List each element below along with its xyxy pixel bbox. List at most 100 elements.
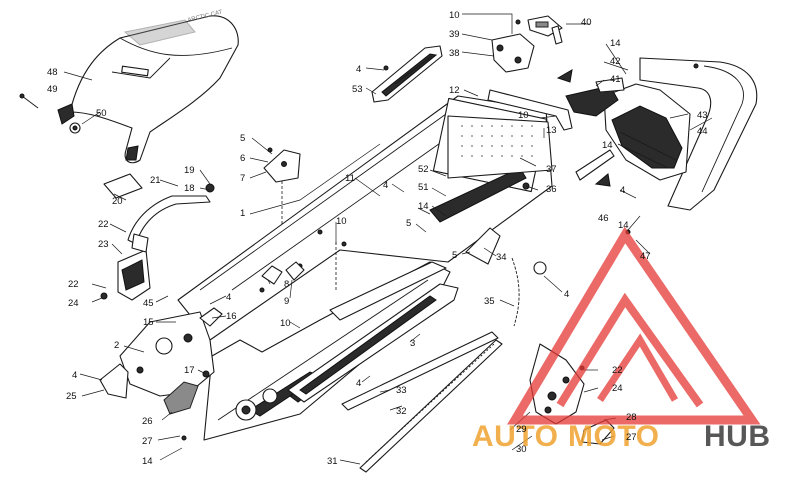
rail-33 [341, 331, 499, 411]
callout-17: 17 [184, 365, 195, 376]
strap-35 [511, 257, 547, 327]
flap-plate-52 [447, 115, 553, 179]
callout-5a: 5 [240, 133, 245, 144]
callout-10a: 10 [449, 10, 460, 21]
callout-10d: 10 [280, 318, 291, 329]
bracket-34 [465, 227, 501, 265]
seat: ARCTIC CAT [57, 9, 239, 164]
callout-42: 42 [610, 56, 621, 67]
callout-14a: 14 [610, 38, 621, 49]
screw-49 [19, 93, 39, 109]
callout-24a: 24 [68, 298, 79, 309]
callout-44: 44 [697, 126, 708, 137]
callout-4d: 4 [564, 289, 569, 300]
bracket-6 [263, 149, 301, 183]
callout-29: 29 [516, 424, 527, 435]
flap-41 [565, 77, 625, 117]
callout-31: 31 [327, 456, 338, 467]
watermark-word-hub: HUB [704, 420, 771, 453]
callout-2: 2 [114, 340, 119, 351]
callout-48: 48 [47, 67, 58, 78]
callout-25: 25 [66, 391, 77, 402]
handle-20 [103, 173, 211, 253]
callout-28: 28 [626, 412, 637, 423]
callout-20: 20 [112, 196, 123, 207]
watermark-wordmark: AUTO MOTO HUB [472, 420, 771, 453]
clip-8 [261, 265, 283, 285]
step-53 [371, 45, 443, 103]
callout-37: 37 [546, 164, 557, 175]
callout-11: 11 [345, 173, 355, 184]
callout-labels: 10 40 39 38 14 42 41 43 44 48 49 50 4 53… [47, 10, 708, 467]
rear-panel-43 [603, 83, 691, 181]
callout-8: 8 [284, 279, 289, 290]
callout-21: 21 [150, 175, 161, 186]
callout-18: 18 [184, 183, 195, 194]
callout-5b: 5 [406, 218, 411, 229]
callout-43: 43 [697, 110, 708, 121]
callout-4c: 4 [620, 185, 625, 196]
callout-41: 41 [610, 74, 621, 85]
callout-23: 23 [98, 239, 109, 250]
callout-3: 3 [410, 338, 415, 349]
callout-38: 38 [449, 48, 460, 59]
callout-6: 6 [240, 153, 245, 164]
bracket-25 [99, 363, 129, 399]
handle-40 [527, 15, 563, 45]
callout-15: 15 [143, 317, 154, 328]
nut-50 [69, 122, 81, 134]
callout-33: 33 [396, 385, 407, 396]
callout-47: 47 [640, 251, 651, 262]
callout-49: 49 [47, 84, 58, 95]
pad-26 [163, 381, 199, 415]
callout-19: 19 [184, 165, 195, 176]
watermark-logo [507, 226, 761, 425]
callout-32: 32 [396, 406, 407, 417]
arrow-marker [594, 173, 611, 187]
callout-4f: 4 [72, 370, 77, 381]
callout-4a: 4 [356, 64, 361, 75]
callout-46: 46 [598, 213, 609, 224]
callout-13: 13 [546, 125, 557, 136]
bulkhead-2 [119, 311, 215, 397]
rail-13 [487, 89, 573, 131]
callout-45: 45 [143, 298, 154, 309]
callout-22b: 22 [68, 279, 79, 290]
callout-12: 12 [449, 85, 460, 96]
callout-39: 39 [449, 29, 460, 40]
callout-10b: 10 [518, 110, 529, 121]
callout-14d: 14 [618, 220, 629, 231]
callout-9: 9 [284, 296, 289, 307]
strip-42 [575, 149, 615, 181]
callout-5c: 5 [452, 250, 457, 261]
clip-9 [285, 261, 305, 281]
callout-14b: 14 [602, 140, 613, 151]
callout-50: 50 [96, 108, 107, 119]
mount-23 [117, 249, 151, 301]
bracket-39 [491, 33, 535, 73]
callout-26: 26 [142, 416, 153, 427]
rear-bumper-44 [639, 57, 758, 211]
callout-10c: 10 [336, 216, 347, 227]
callout-34: 34 [496, 252, 507, 263]
callout-27b: 27 [626, 432, 637, 443]
bracket-16 [199, 307, 223, 327]
callout-27a: 27 [142, 436, 153, 447]
callout-30: 30 [516, 444, 527, 455]
callout-36: 36 [546, 184, 557, 195]
callout-16: 16 [226, 311, 237, 322]
callout-22c: 22 [612, 365, 623, 376]
callout-4b: 4 [383, 180, 388, 191]
arrow-marker [556, 69, 573, 83]
callout-22a: 22 [98, 219, 109, 230]
callout-7: 7 [240, 173, 245, 184]
callout-40: 40 [581, 17, 592, 28]
callout-4e: 4 [226, 292, 231, 303]
callout-52: 52 [418, 164, 429, 175]
callout-14c: 14 [418, 201, 429, 212]
callout-35: 35 [484, 296, 495, 307]
callout-24b: 24 [612, 383, 623, 394]
callout-1: 1 [240, 208, 245, 219]
